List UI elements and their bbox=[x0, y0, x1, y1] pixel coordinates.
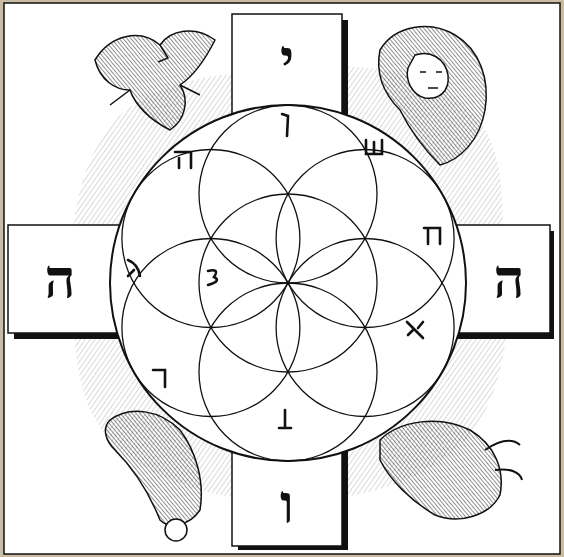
ring-symbol bbox=[279, 410, 291, 428]
bull-figure bbox=[380, 421, 522, 519]
bull-horns bbox=[485, 441, 522, 480]
outer-wheel bbox=[110, 105, 466, 461]
rosette bbox=[122, 105, 454, 461]
frame bbox=[4, 3, 560, 554]
lion-face bbox=[407, 54, 448, 99]
ring-symbol bbox=[424, 228, 440, 244]
rosette-circle bbox=[122, 150, 300, 328]
lion-features bbox=[420, 72, 442, 88]
hebrew-letter: ו bbox=[280, 477, 294, 531]
cross-arm-box: ה bbox=[470, 229, 548, 329]
man-head bbox=[165, 519, 187, 541]
hebrew-letter: ה bbox=[44, 252, 75, 306]
man-figure bbox=[105, 411, 201, 541]
cross-arm-box: ו bbox=[236, 466, 338, 542]
cross-arms bbox=[8, 14, 554, 550]
ring-symbol bbox=[175, 152, 191, 168]
hebrew-letter: ה bbox=[493, 252, 524, 306]
bull-body bbox=[380, 421, 501, 519]
ring-symbol bbox=[407, 322, 423, 338]
ring-symbol bbox=[282, 114, 288, 136]
eagle-body bbox=[95, 31, 215, 130]
hebrew-letter: י bbox=[280, 32, 294, 86]
ring-symbol bbox=[366, 140, 382, 154]
ring-symbol bbox=[208, 270, 217, 285]
eagle-figure bbox=[95, 31, 215, 130]
ring-symbols bbox=[128, 114, 440, 428]
ring-symbol bbox=[128, 260, 140, 276]
ring-symbol bbox=[153, 370, 165, 387]
eagle-lines bbox=[110, 45, 200, 105]
cross-arm-box: ה bbox=[12, 229, 108, 329]
cross-arm-box: י bbox=[236, 18, 338, 100]
